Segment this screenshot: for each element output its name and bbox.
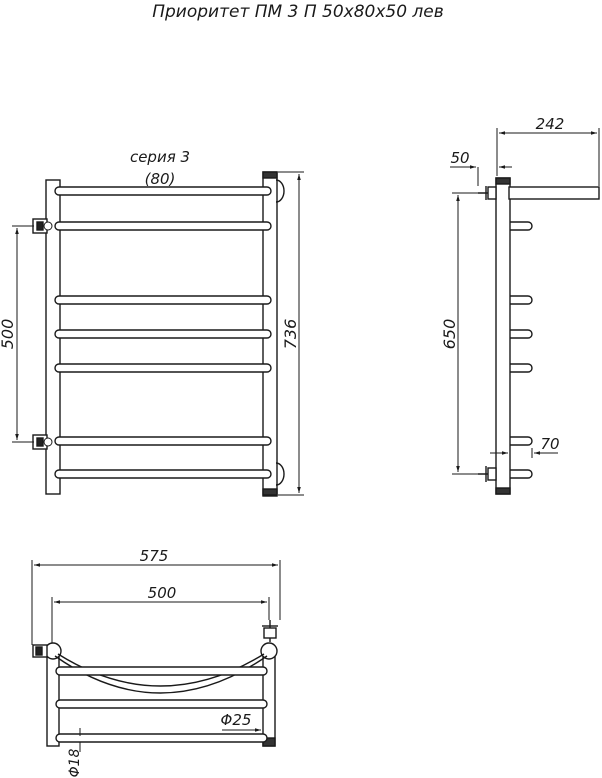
top-view (32, 620, 278, 747)
side-dim-650 (452, 192, 480, 475)
side-offset-label: 50 (450, 149, 469, 167)
bar-6 (54, 436, 272, 446)
bar-7 (54, 469, 272, 479)
side-vertical-pipe (495, 177, 511, 495)
wall-bracket-top (275, 179, 285, 203)
bar-diameter-label: Φ18 (67, 748, 83, 777)
side-bar-stub-3 (510, 329, 533, 339)
side-view (478, 177, 600, 495)
front-dim-736 (278, 171, 304, 496)
side-depth-label: 242 (536, 115, 565, 133)
front-bars (54, 186, 272, 479)
drawing-title: Приоритет ПМ 3 П 50х80х50 лев (152, 2, 444, 22)
top-right-pipe-section (260, 642, 278, 660)
top-wall-mount (262, 620, 278, 642)
side-wall-mount-top (478, 186, 497, 200)
wall-bracket-bottom (275, 462, 285, 486)
side-bar-stub-4 (510, 363, 533, 373)
top-dim-575 (31, 560, 281, 645)
pipe-diameter-label: Φ25 (221, 711, 252, 729)
side-bar-stub-6 (510, 469, 533, 479)
side-dim-242 (496, 128, 600, 186)
top-bar-3 (55, 733, 268, 743)
bar-1 (54, 186, 272, 196)
side-dim-70 (490, 448, 558, 458)
bar-4 (54, 329, 272, 339)
side-bar-depth-label: 70 (540, 435, 559, 453)
front-connection-label: 500 (0, 319, 17, 350)
top-bar-2 (55, 699, 268, 709)
side-wall-mount-bottom (478, 466, 497, 482)
top-connection-label: 500 (148, 584, 177, 602)
top-bar-1 (55, 666, 268, 676)
top-left-post (46, 649, 60, 747)
side-bar-stub-5 (510, 436, 533, 446)
side-bar-stub-1 (510, 221, 533, 231)
front-dim-500 (12, 225, 34, 443)
bar-3 (54, 295, 272, 305)
top-dim-500 (51, 597, 270, 643)
top-right-post (262, 649, 276, 747)
side-connection-label: 650 (440, 319, 459, 350)
bar-5 (54, 363, 272, 373)
series-sublabel: (80) (145, 170, 176, 188)
series-label: серия 3 (130, 148, 190, 166)
bar-2 (54, 221, 272, 231)
front-view (32, 171, 285, 497)
side-bar-stub-2 (510, 295, 533, 305)
side-top-shelf (508, 186, 600, 200)
front-height-label: 736 (281, 319, 300, 350)
top-width-label: 575 (140, 547, 169, 565)
side-dim-50 (450, 165, 512, 186)
